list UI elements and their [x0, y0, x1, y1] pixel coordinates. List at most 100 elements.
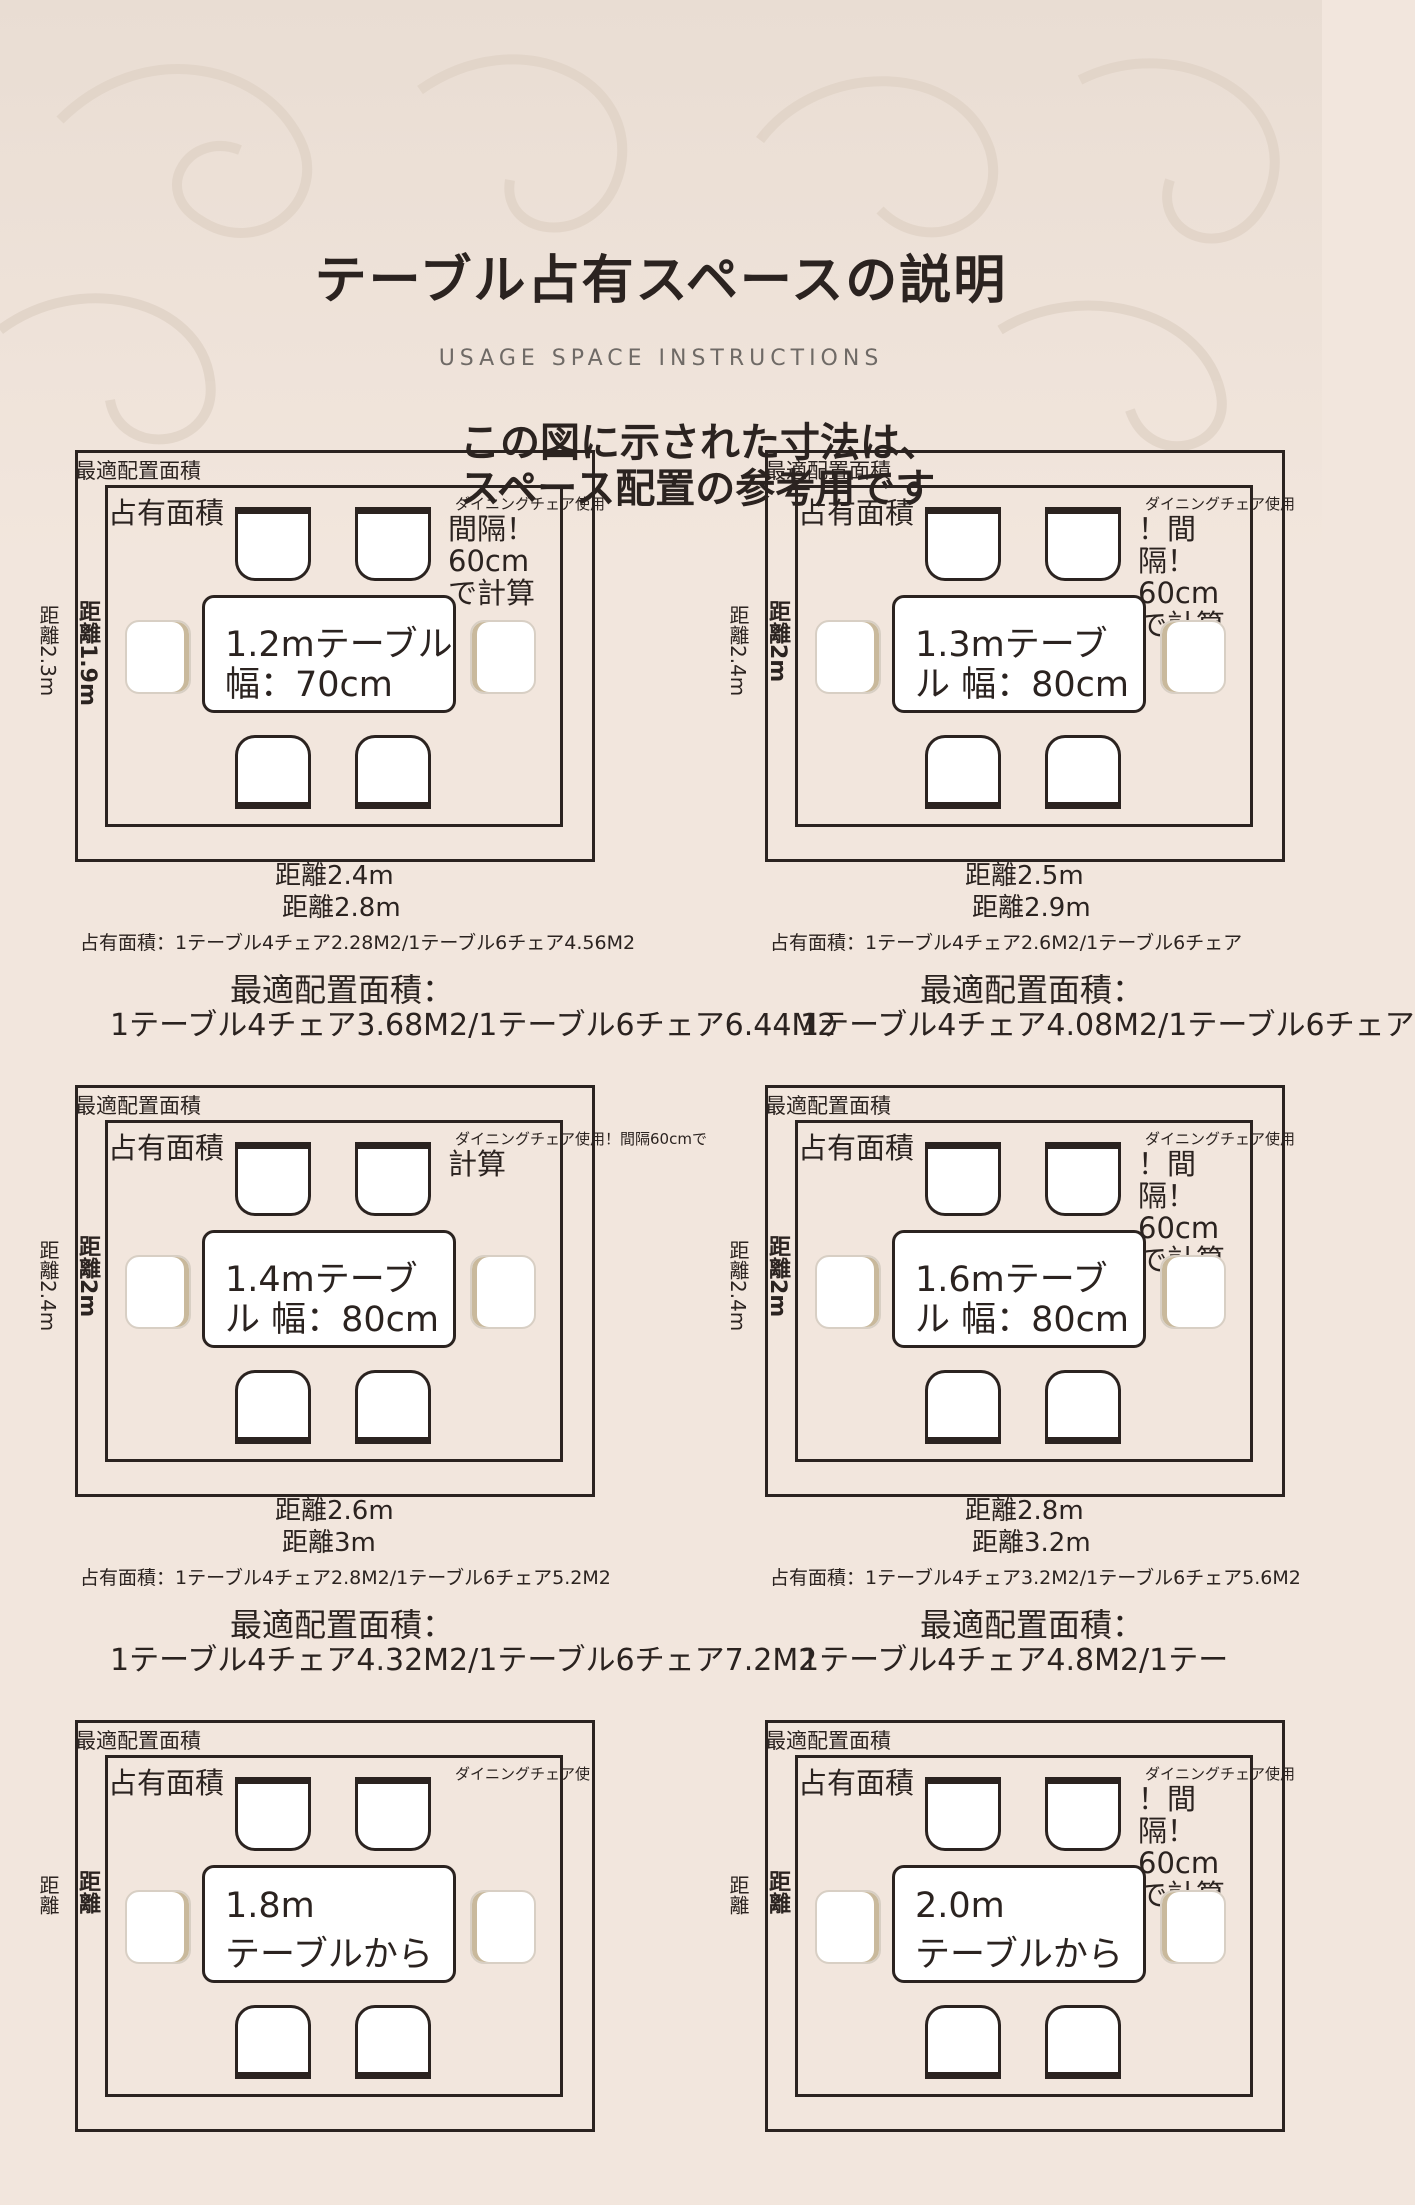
dining-chair [235, 1777, 311, 1851]
inner-bottom-distance: 距離2.6m [275, 1496, 394, 1526]
occupied-area-label: 占有面積 [108, 1131, 225, 1165]
occupied-area-label: 占有面積 [108, 496, 225, 530]
dining-chair [925, 1777, 1001, 1851]
optimal-area-label: 最適配置面積 [75, 1094, 201, 1118]
side-chair [470, 1255, 536, 1329]
dining-chair [925, 507, 1001, 581]
space-panel: 最適配置面積 占有面積 ダイニングチェア使用 間隔！60cmで計算 1.2mテー… [0, 315, 660, 935]
side-chair [815, 1255, 881, 1329]
occupied-area-label: 占有面積 [798, 496, 915, 530]
chair-note-small: ダイニングチェア使用 [1145, 1765, 1296, 1783]
inner-side-distance: 距離2m [765, 1235, 790, 1318]
dining-chair [235, 1370, 311, 1444]
outer-side-distance: 距離2.4m [36, 1240, 60, 1332]
dining-chair [235, 507, 311, 581]
space-panel: 最適配置面積 占有面積 ダイニングチェア使用 ！間隔！60cmで計算 2.0m … [690, 1585, 1350, 2205]
dining-chair [925, 735, 1001, 809]
optimal-area-title: 最適配置面積： [230, 971, 455, 1009]
dining-table: 1.3mテーブ ル 幅：80cm [892, 595, 1146, 713]
reference-notice: この図に示された寸法は、 スペース配置の参考用です [460, 420, 940, 512]
chair-note-big: 計算 [448, 1147, 507, 1181]
side-chair [1160, 1255, 1226, 1329]
side-chair [125, 1890, 191, 1964]
occupied-area-label: 占有面積 [108, 1766, 225, 1800]
side-chair [815, 620, 881, 694]
occupied-area-boundary [795, 485, 1253, 827]
dining-table: 1.2mテーブル 幅：70cm [202, 595, 456, 713]
inner-side-distance: 距離 [765, 1870, 790, 1914]
dining-chair [235, 1142, 311, 1216]
inner-bottom-distance: 距離2.4m [275, 861, 394, 891]
chair-note-big: 間隔！60cmで計算 [448, 512, 536, 610]
inner-bottom-distance: 距離2.8m [965, 1496, 1084, 1526]
dining-chair [1045, 507, 1121, 581]
occupied-area-label: 占有面積 [798, 1766, 915, 1800]
space-panel: 最適配置面積 占有面積 ダイニングチェア使 1.8m テーブルから 距離 距離 [0, 1585, 660, 2205]
inner-side-distance: 距離1.9m [75, 600, 100, 706]
outer-bottom-distance: 距離2.8m [282, 893, 401, 923]
optimal-area-boundary [75, 1720, 595, 2132]
optimal-area-label: 最適配置面積 [765, 1094, 891, 1118]
table-size-label: 2.0m [915, 1886, 1005, 1926]
dining-chair [925, 2005, 1001, 2079]
occupied-area-summary: 占有面積：1テーブル4チェア2.6M2/1テーブル6チェア [770, 932, 1243, 954]
occupied-area-summary: 占有面積：1テーブル4チェア2.28M2/1テーブル6チェア4.56M2 [80, 932, 636, 954]
optimal-area-boundary [75, 450, 595, 862]
dining-chair [1045, 735, 1121, 809]
optimal-area-boundary [765, 1720, 1285, 2132]
optimal-area-value: 1テーブル4チェア4.32M2/1テーブル6チェア7.2M2 [110, 1643, 818, 1678]
dining-table: 1.8m テーブルから [202, 1865, 456, 1983]
side-chair [125, 620, 191, 694]
optimal-area-boundary [765, 1085, 1285, 1497]
side-chair [815, 1890, 881, 1964]
dining-chair [1045, 2005, 1121, 2079]
dining-chair [355, 1777, 431, 1851]
occupied-area-summary: 占有面積：1テーブル4チェア3.2M2/1テーブル6チェア5.6M2 [770, 1567, 1301, 1589]
occupied-area-boundary [105, 1120, 563, 1462]
table-size-label: 1.3mテーブ [915, 625, 1108, 665]
chair-note-small: ダイニングチェア使用 [455, 495, 606, 513]
occupied-area-label: 占有面積 [798, 1131, 915, 1165]
side-chair [470, 620, 536, 694]
dining-chair [925, 1370, 1001, 1444]
dining-table: 1.6mテーブ ル 幅：80cm [892, 1230, 1146, 1348]
table-width-label: テーブルから [225, 1935, 433, 1975]
optimal-area-value: 1テーブル4チェア4.8M2/1テー [800, 1643, 1229, 1678]
optimal-area-label: 最適配置面積 [75, 459, 201, 483]
chair-note-small: ダイニングチェア使用！間隔60cmで [455, 1130, 707, 1148]
chair-note-small: ダイニングチェア使用 [1145, 1130, 1296, 1148]
dining-chair [1045, 1142, 1121, 1216]
table-width-label: ル 幅：80cm [915, 1300, 1129, 1340]
table-size-label: 1.2mテーブル [225, 625, 453, 665]
chair-note-small: ダイニングチェア使用 [1145, 495, 1296, 513]
outer-side-distance: 距離 [726, 1875, 750, 1915]
dining-chair [925, 1142, 1001, 1216]
inner-bottom-distance: 距離2.5m [965, 861, 1084, 891]
side-chair [1160, 1890, 1226, 1964]
optimal-area-title: 最適配置面積： [920, 1606, 1145, 1644]
space-panel: 最適配置面積 占有面積 ダイニングチェア使用！間隔60cmで 計算 1.4mテー… [0, 950, 707, 1570]
table-width-label: ル 幅：80cm [915, 665, 1129, 705]
outer-bottom-distance: 距離2.9m [972, 893, 1091, 923]
outer-bottom-distance: 距離3.2m [972, 1528, 1091, 1558]
dining-chair [355, 1142, 431, 1216]
optimal-area-boundary [75, 1085, 595, 1497]
optimal-area-value: 1テーブル4チェア3.68M2/1テーブル6チェア6.44M2 [110, 1008, 837, 1043]
optimal-area-label: 最適配置面積 [765, 459, 891, 483]
dining-chair [235, 735, 311, 809]
table-size-label: 1.4mテーブ [225, 1260, 418, 1300]
side-chair [470, 1890, 536, 1964]
side-chair [1160, 620, 1226, 694]
optimal-area-boundary [765, 450, 1285, 862]
occupied-area-boundary [105, 1755, 563, 2097]
inner-side-distance: 距離2m [765, 600, 790, 683]
occupied-area-summary: 占有面積：1テーブル4チェア2.8M2/1テーブル6チェア5.2M2 [80, 1567, 611, 1589]
optimal-area-title: 最適配置面積： [230, 1606, 455, 1644]
optimal-area-value: 1テーブル4チェア4.08M2/1テーブル6チェア [800, 1008, 1415, 1043]
optimal-area-title: 最適配置面積： [920, 971, 1145, 1009]
table-size-label: 1.8m [225, 1886, 315, 1926]
dining-chair [1045, 1370, 1121, 1444]
outer-side-distance: 距離2.3m [36, 605, 60, 697]
dining-chair [355, 507, 431, 581]
table-width-label: ル 幅：80cm [225, 1300, 439, 1340]
